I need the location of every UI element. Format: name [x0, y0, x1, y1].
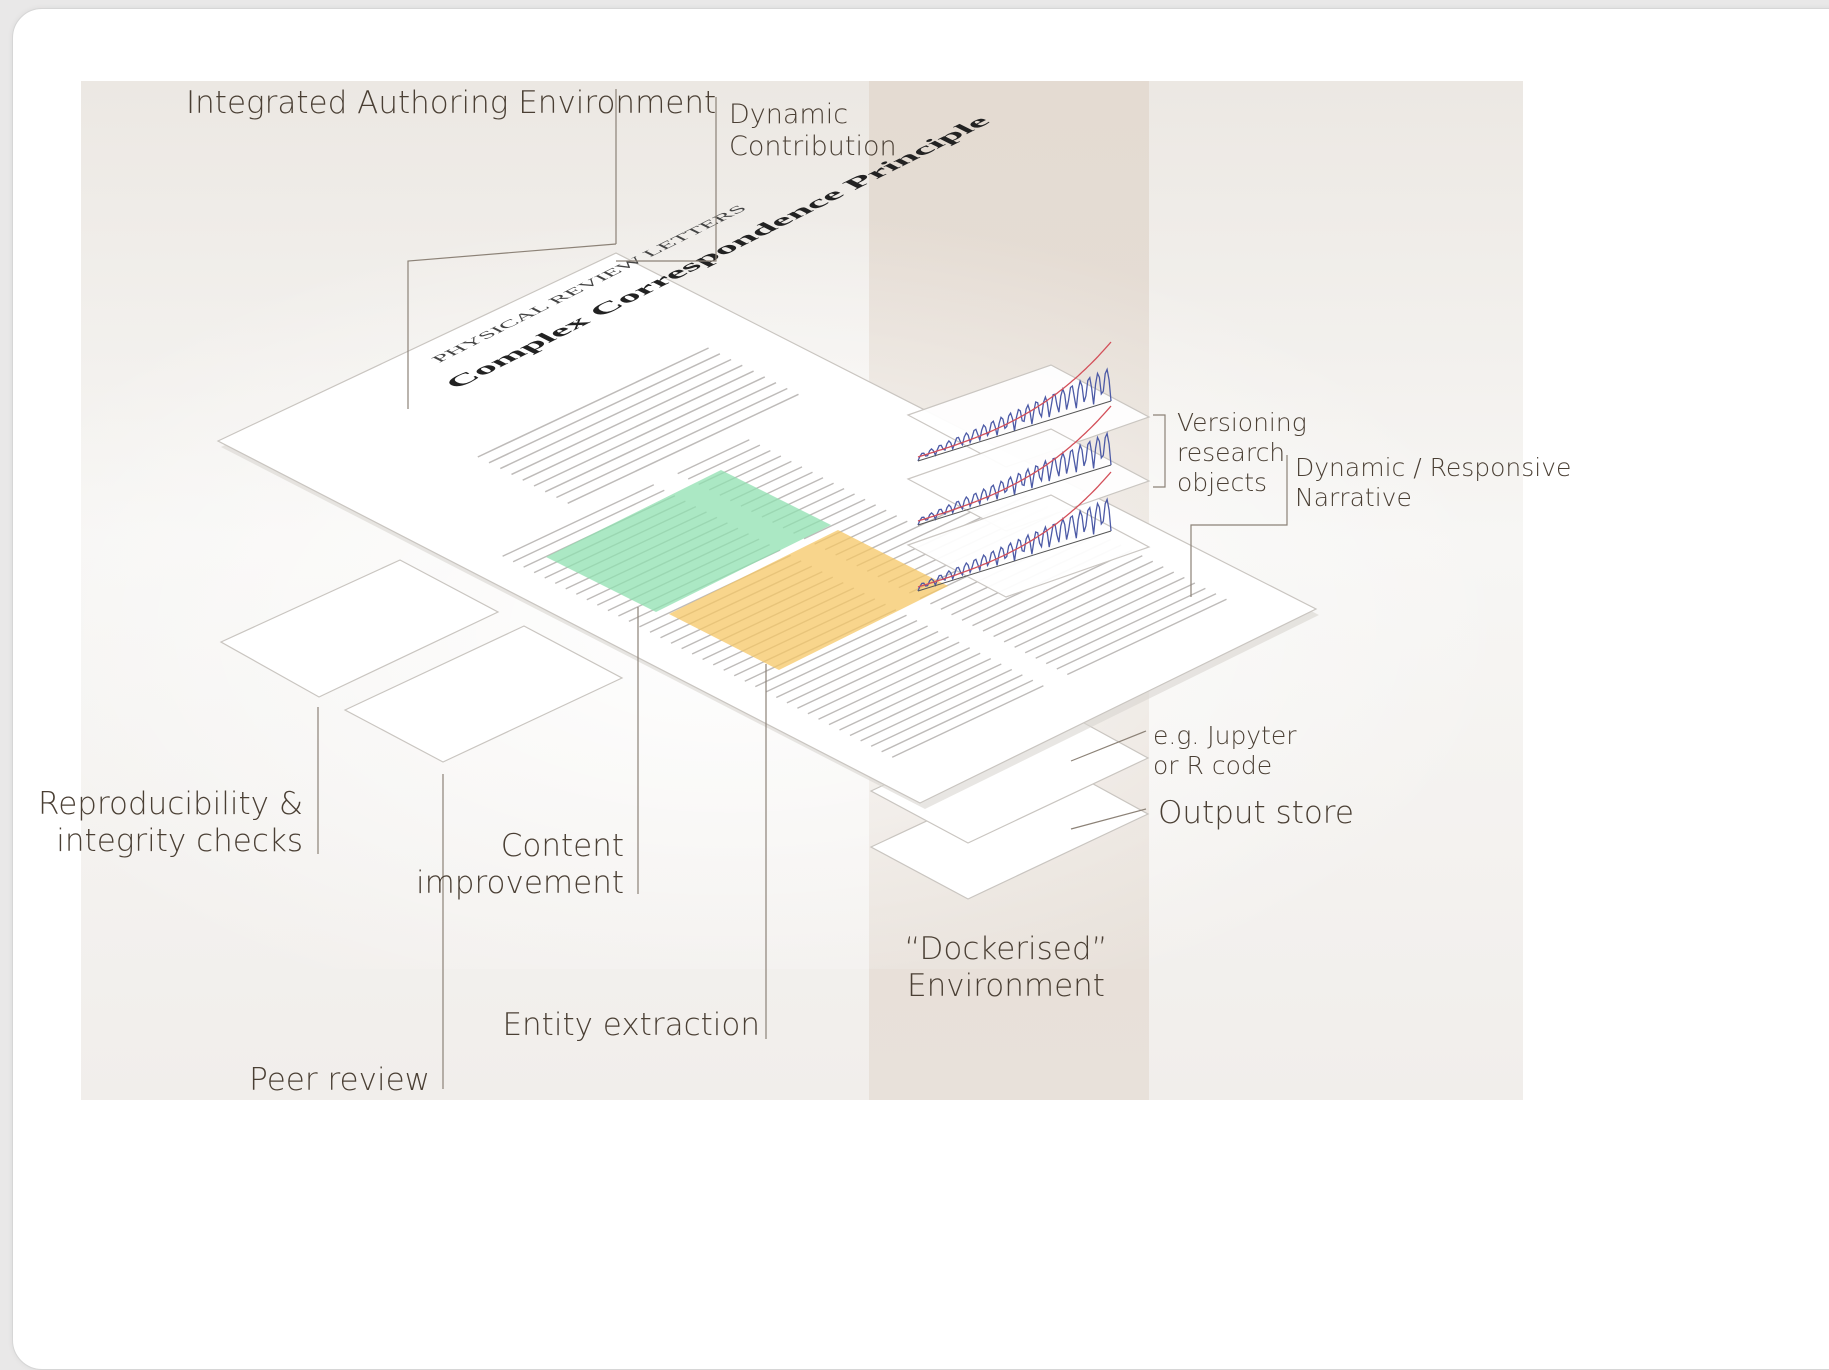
- label-dockerised-2: Environment: [907, 968, 1105, 1004]
- content-highlight-box: [546, 470, 831, 612]
- paper-text-line: [1067, 598, 1227, 676]
- paper-text-line: [556, 387, 788, 499]
- paper-text-line: [765, 619, 918, 693]
- paper-text-line: [1014, 571, 1175, 648]
- version-chart-red-series: [917, 471, 1112, 588]
- publishing-workflow-diagram: PHYSICAL REVIEW LETTERS Complex Correspo…: [38, 81, 1571, 1100]
- leader-authoring-left: [407, 243, 617, 409]
- paper-text-line: [1003, 566, 1164, 643]
- paper-text-line: [776, 625, 928, 699]
- paper-text-line: [803, 504, 876, 540]
- label-versioning-2: research: [1177, 438, 1285, 467]
- paper-text-line: [533, 376, 766, 487]
- label-content-1: Content: [501, 828, 624, 864]
- paper-text-line: [870, 674, 1023, 747]
- label-dynamic-contribution-1: Dynamic: [729, 99, 848, 130]
- paper-text-line: [755, 614, 907, 688]
- paper-text-line: [1035, 582, 1196, 659]
- chart-sheet-2: [906, 428, 1151, 532]
- paper-text-line: [982, 555, 1143, 632]
- label-versioning-3: objects: [1177, 468, 1267, 497]
- paper-text-line: [1045, 587, 1206, 665]
- paper-text-line: [881, 679, 1034, 753]
- label-jupyter-2: or R code: [1153, 751, 1272, 780]
- leader-output: [1070, 808, 1147, 830]
- paper-text-line: [502, 484, 655, 557]
- paper-text-line: [993, 560, 1154, 638]
- leader-contribution: [616, 97, 717, 262]
- paper-text-line: [828, 652, 981, 726]
- paper-text-line: [488, 353, 721, 464]
- paper-text-line: [512, 489, 665, 563]
- entity-highlight-box: [669, 530, 948, 670]
- paper-text-line: [567, 393, 799, 504]
- label-versioning-1: Versioning: [1177, 408, 1307, 437]
- version-charts: [917, 341, 1112, 592]
- version-chart-red-series: [917, 341, 1112, 458]
- chart-sheet-1: [906, 364, 1151, 468]
- label-output-store: Output store: [1158, 795, 1354, 831]
- label-reproducibility-2: integrity checks: [56, 823, 303, 859]
- leader-versioning: [1153, 414, 1166, 488]
- paper-text-line: [499, 358, 732, 470]
- paper-text-line: [860, 668, 1013, 742]
- chart-sheet-3: [906, 494, 1151, 598]
- figure-card: PHYSICAL REVIEW LETTERS Complex Correspo…: [12, 8, 1829, 1370]
- label-dockerised-1: “Dockerised”: [904, 931, 1107, 967]
- paper-text-line: [687, 444, 761, 480]
- label-dynamic-contribution-2: Contribution: [729, 131, 897, 162]
- review-sheet-left: [219, 559, 500, 698]
- paper-text-line: [544, 382, 777, 493]
- paper-text-line: [786, 630, 939, 704]
- label-dynamic-narrative-1: Dynamic / Responsive: [1295, 453, 1571, 482]
- paper-text-line: [1056, 593, 1217, 670]
- version-chart-axis: [917, 400, 1112, 462]
- label-reproducibility-1: Reproducibility &: [38, 786, 303, 822]
- paper-text-line: [477, 347, 709, 458]
- paper-text-line: [807, 641, 960, 715]
- paper-text-line: [522, 370, 754, 481]
- label-entity-extraction: Entity extraction: [502, 1007, 760, 1043]
- leader-jupyter: [1070, 730, 1147, 762]
- label-peer-review: Peer review: [249, 1062, 430, 1098]
- paper-text-line: [839, 657, 992, 731]
- version-chart-red-series: [917, 405, 1112, 522]
- leader-narrative: [1190, 455, 1288, 597]
- paper-text-line: [1024, 576, 1185, 654]
- label-content-2: improvement: [416, 865, 624, 901]
- paper-text-line: [511, 364, 743, 476]
- paper-text-line: [818, 647, 970, 720]
- review-sheet-right: [343, 625, 624, 763]
- paper-text-line: [849, 663, 1002, 737]
- label-integrated-authoring: Integrated Authoring Environment: [186, 85, 716, 121]
- version-chart-axis: [917, 530, 1112, 592]
- paper-text-line: [891, 685, 1044, 758]
- paper-text-line: [677, 439, 750, 475]
- label-dynamic-narrative-2: Narrative: [1295, 483, 1412, 512]
- label-jupyter-1: e.g. Jupyter: [1153, 721, 1297, 750]
- paper-text-line: [797, 636, 949, 709]
- version-chart-axis: [917, 464, 1112, 526]
